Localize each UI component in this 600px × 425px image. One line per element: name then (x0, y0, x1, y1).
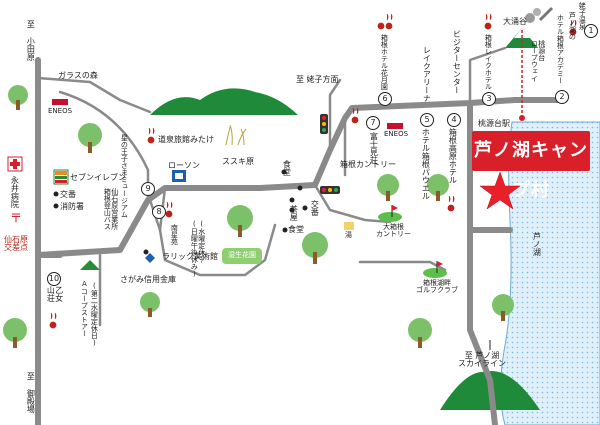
label-fuji-view: 富士見荘 (369, 132, 379, 164)
tree-icon (427, 174, 449, 201)
label-hospital: 仙石原 交差点 (4, 235, 28, 253)
hospital-icon (7, 156, 23, 172)
convenience-store-icon (53, 169, 69, 185)
golf-icon (423, 261, 447, 278)
label-shokudo2: 茶屋 (289, 205, 299, 221)
post-office-icon: 〒 (10, 211, 22, 225)
star-icon (479, 171, 521, 210)
label-shokudo3: 食堂 (288, 225, 304, 234)
hot-spring-icon (484, 13, 492, 30)
marker-9: 9 (141, 182, 155, 196)
label-shitsusei: 湿生花園 (228, 251, 256, 259)
label-skyline: 至 芦ノ湖 スカイライン (458, 351, 506, 369)
label-lawson: ローソン (168, 161, 200, 170)
marker-1: 1 (584, 24, 598, 38)
tree-icon (78, 123, 102, 153)
shitsusei-box (222, 248, 262, 264)
label-susuki: ススキ原 (222, 157, 254, 166)
label-ubako-onsen: 姥子温泉 (578, 2, 587, 30)
road-lakeside (467, 100, 498, 425)
gas-station-icon (52, 99, 68, 105)
onsen-mark (344, 222, 354, 230)
label-a-coop: Aコープストアー (80, 280, 89, 337)
label-hotel-hanagetsu: 箱根ホテル花月園 (380, 34, 389, 90)
hot-spring-icon (447, 195, 455, 212)
label-hakone-kogen: 箱根高原ホテル (448, 128, 458, 184)
tree-icon (227, 205, 253, 237)
bank-icon (145, 253, 155, 263)
marker-3: 3 (482, 92, 496, 106)
marker-6: 6 (378, 92, 392, 106)
label-glass-forest: ガラスの森 (58, 71, 98, 80)
label-eneos-left: ENEOS (48, 107, 73, 115)
marker-8: 8 (152, 205, 166, 219)
label-nagao: 永井病院 (10, 176, 20, 208)
tree-icon (8, 85, 28, 110)
road-main (35, 97, 563, 258)
hot-spring-icon (385, 13, 393, 30)
mountain-icon (150, 88, 298, 115)
hot-spring-icon (49, 312, 57, 329)
hot-spring-icon (147, 127, 155, 144)
label-hoshi-museum: 星の王子さまミュージアム (120, 134, 129, 218)
label-ashinoko-hotel: 芦ノ湖の (568, 12, 577, 40)
label-koban2: 交番 (310, 200, 320, 216)
owakudani-smoke-icon (525, 6, 554, 23)
label-otome: 乙女 山荘 (46, 286, 64, 302)
marker-5: 5 (420, 113, 434, 127)
marker-7: 7 (366, 116, 380, 130)
label-seven-eleven: セブンイレブン (70, 173, 126, 182)
tree-icon (492, 294, 514, 321)
traffic-light-icon (320, 114, 328, 134)
tree-icon (377, 174, 399, 201)
label-odawara: 至 小田原 (26, 20, 36, 61)
label-kojiri: 桃源台駅 (478, 119, 510, 128)
tree-icon (3, 318, 27, 348)
label-gotemba: 至 御殿場 (26, 372, 36, 413)
label-hakone-lake-hotel: 箱根レイクホテル (484, 34, 493, 90)
golf-icon (378, 205, 402, 222)
label-eneos-mid: ENEOS (384, 130, 409, 138)
marker-4: 4 (447, 113, 461, 127)
label-lake-arena: レイクアリーナ (422, 46, 432, 102)
label-fire-station: 消防署 (60, 202, 84, 211)
tree-icon (302, 232, 328, 264)
label-hotel-academy: ホテル箱根アカデミー (556, 14, 565, 84)
label-a-coop-note: (第二水曜定休日) (90, 282, 99, 347)
hot-spring-icon (351, 107, 359, 124)
label-ashinoko-country: 大箱根 カントリー (376, 223, 411, 239)
label-onsen-mark: 湯 (345, 231, 352, 239)
hot-spring-icon (377, 22, 385, 30)
convenience-store-icon (172, 170, 186, 182)
label-sengokuhara-office: 仙石原営業所 箱根登山バス (103, 188, 119, 230)
label-dosenkan: 道泉旅館みたけ (158, 135, 214, 144)
camp-title: 芦ノ湖キャンプ村 (472, 131, 590, 201)
bank-icon (80, 260, 100, 270)
label-visitor-center: ビジターセンター (452, 30, 462, 94)
marker-10: 10 (47, 272, 61, 286)
label-ubako: 至 姥子方面 (296, 75, 339, 84)
marker-2: 2 (555, 90, 569, 104)
gas-station-icon (387, 123, 403, 129)
susuki-icon (225, 124, 247, 146)
label-sengoku-country: 箱根カントリー (340, 160, 396, 169)
label-koban: 交番 (60, 190, 76, 199)
label-owakudani: 大涌谷 (503, 17, 527, 26)
label-lake: 芦ノ湖 (532, 232, 542, 256)
label-hakone-kosan: 箱根湖畔 ゴルフクラブ (416, 279, 458, 295)
tree-icon (140, 292, 160, 317)
hot-spring-icon (165, 201, 173, 218)
hot-spring-icon (569, 19, 577, 36)
svg-text:〒: 〒 (10, 211, 22, 225)
label-nansho: 南星苑 (170, 224, 179, 245)
label-hakone-park: ホテル箱根パウエル (421, 128, 431, 200)
traffic-light-icon (320, 186, 340, 194)
tree-icon (408, 318, 432, 348)
label-ropeway: 桃源台 ロープウェイ (530, 40, 546, 82)
label-shokudo1: 食堂 (282, 160, 292, 176)
label-lalique: ラリック美術館 (162, 252, 218, 261)
label-sagami-bank: さがみ信用金庫 (120, 275, 176, 284)
label-suisen: (水曜定休) (日曜午後休み) (190, 220, 206, 278)
